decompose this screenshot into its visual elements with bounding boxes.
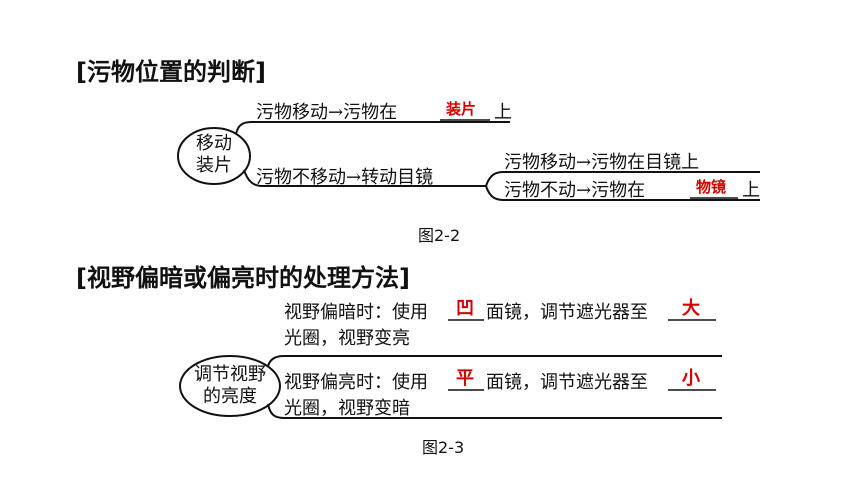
answer-concave-mirror: 凹 (456, 298, 474, 319)
dark-prefix-text: 视野偏暗时：使用 (284, 302, 428, 323)
sub-branch-objective-text: 污物不动→污物在 (504, 180, 646, 201)
sub-branch-eyepiece-text: 污物移动→污物在目镜上 (504, 152, 700, 173)
figure-caption-2-3: 图2-3 (422, 438, 465, 457)
answer-objective: 物镜 (696, 178, 727, 196)
dark-middle-text: 面镜，调节遮光器至 (486, 302, 648, 323)
connector-sub-top (485, 171, 760, 187)
dark-line2-text: 光圈，视野变亮 (284, 328, 410, 349)
branch-dirt-moves-text: 污物移动→污物在 (256, 102, 398, 123)
hub-ellipse-adjust-brightness (179, 355, 281, 417)
branch-dirt-moves-suffix: 上 (494, 102, 512, 123)
section-title-dirt-position: [污物位置的判断] (76, 58, 266, 86)
hub-label-line1: 移动 (196, 133, 232, 154)
bright-middle-text: 面镜，调节遮光器至 (486, 372, 648, 393)
hub-label-line2: 的亮度 (203, 386, 257, 407)
connector-hub2-bottom (267, 403, 722, 419)
answer-flat-mirror: 平 (456, 368, 474, 389)
connector-sub-bottom (485, 185, 760, 201)
connector-hub1-bottom (243, 169, 486, 187)
section-title-brightness-method: [视野偏暗或偏亮时的处理方法] (76, 264, 410, 292)
branch-dirt-not-move-text: 污物不移动→转动目镜 (256, 167, 434, 188)
answer-slide: 装片 (446, 100, 477, 118)
hub-label-line2: 装片 (196, 155, 232, 176)
connector-hub2-top (267, 355, 722, 367)
hub-label-adjust-brightness: 调节视野 的亮度 (182, 364, 278, 408)
bright-prefix-text: 视野偏亮时：使用 (284, 372, 428, 393)
hub-ellipse-move-slide (177, 127, 251, 185)
bright-line2-text: 光圈，视野变暗 (284, 398, 410, 419)
figure-caption-2-2: 图2-2 (418, 226, 461, 245)
sub-branch-objective-suffix: 上 (742, 180, 760, 201)
hub-label-line1: 调节视野 (194, 364, 266, 385)
answer-small-aperture: 小 (682, 368, 700, 389)
hub-label-move-slide: 移动 装片 (180, 133, 248, 177)
answer-large-aperture: 大 (682, 298, 700, 319)
connector-hub1-top (235, 121, 510, 135)
